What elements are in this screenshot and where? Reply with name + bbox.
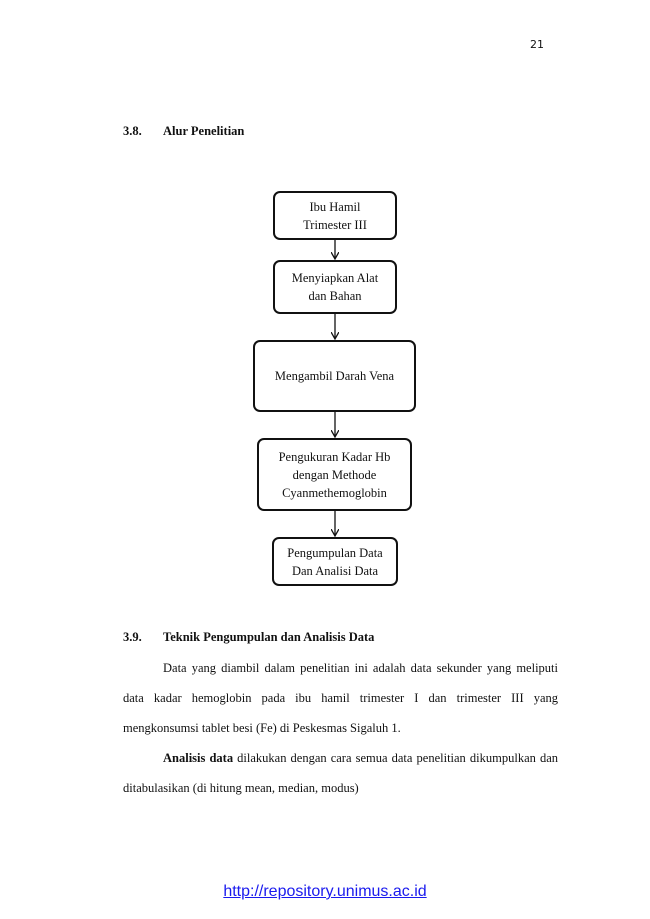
section-title: Alur Penelitian: [163, 124, 245, 138]
analysis-bold-lead: Analisis data: [163, 751, 234, 765]
section-heading-3-9: 3.9. Teknik Pengumpulan dan Analisis Data: [123, 630, 374, 645]
flow-step-1: Ibu Hamil Trimester III: [273, 191, 397, 240]
section-number: 3.9.: [123, 630, 142, 644]
section-title: Teknik Pengumpulan dan Analisis Data: [163, 630, 375, 644]
section-heading-3-8: 3.8. Alur Penelitian: [123, 124, 244, 139]
page-number: 21: [530, 38, 544, 51]
flow-step-4: Pengukuran Kadar Hb dengan Methode Cyanm…: [257, 438, 412, 511]
flow-step-2: Menyiapkan Alat dan Bahan: [273, 260, 397, 314]
paragraph-text: Data yang diambil dalam penelitian ini a…: [123, 661, 558, 735]
flow-step-5: Pengumpulan Data Dan Analisi Data: [272, 537, 398, 586]
repository-link[interactable]: http://repository.unimus.ac.id: [223, 883, 427, 900]
analysis-text: dilakukan dengan cara semua data penelit…: [123, 751, 558, 795]
paragraph-analysis: Analisis data dilakukan dengan cara semu…: [123, 743, 558, 803]
paragraph-data-description: Data yang diambil dalam penelitian ini a…: [123, 653, 558, 743]
flow-step-3: Mengambil Darah Vena: [253, 340, 416, 412]
section-number: 3.8.: [123, 124, 142, 138]
